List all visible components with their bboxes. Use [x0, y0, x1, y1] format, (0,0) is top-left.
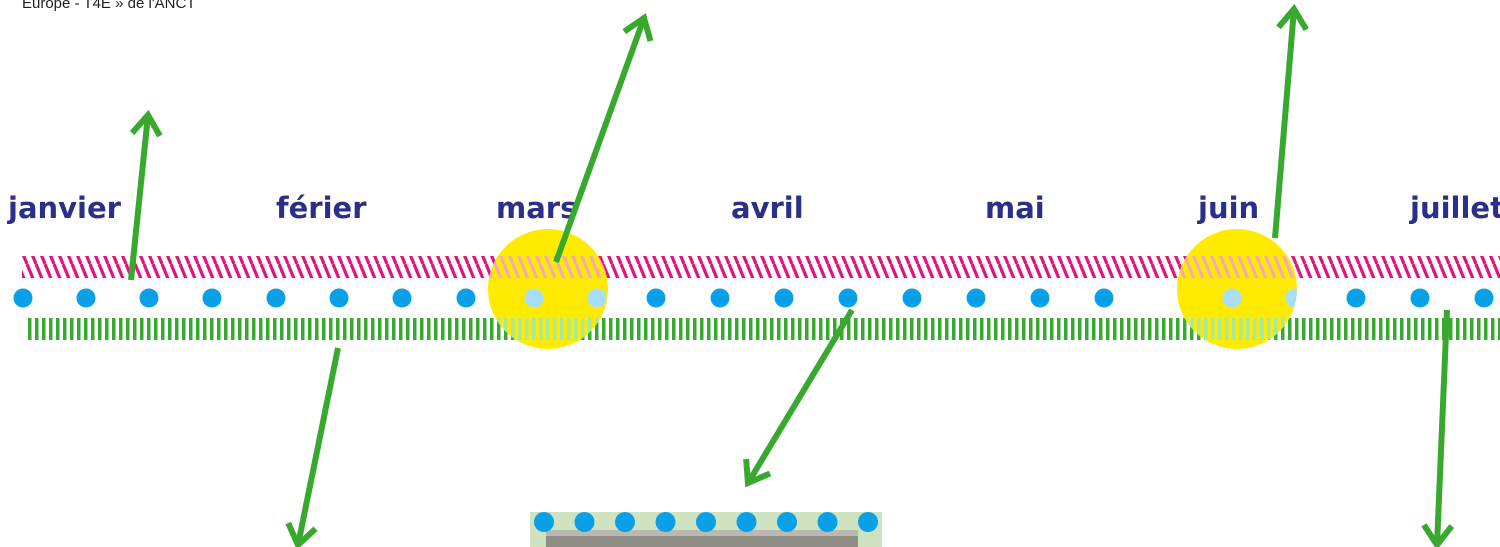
dot-icon	[1346, 288, 1366, 308]
dot-icon	[858, 512, 878, 532]
green-striped-band	[26, 318, 1500, 340]
thumbnail-preview[interactable]	[530, 512, 882, 547]
dot-icon	[615, 512, 635, 532]
dot-icon	[534, 512, 554, 532]
caption-text: Europe - T4E » de l'ANCT	[22, 0, 196, 12]
dot-row	[13, 288, 1494, 308]
month-label-juillet: juillet	[1409, 191, 1500, 225]
dot-icon	[139, 288, 159, 308]
dot-icon	[574, 512, 595, 532]
dot-icon	[696, 512, 716, 532]
dot-icon	[1222, 288, 1242, 308]
dot-icon	[524, 288, 544, 308]
month-label-mai: mai	[985, 191, 1045, 225]
dot-icon	[76, 288, 96, 308]
dot-icon	[736, 512, 757, 532]
magenta-hatched-band	[22, 256, 1500, 278]
dot-icon	[777, 512, 797, 532]
dot-icon	[1474, 288, 1494, 308]
dot-icon	[646, 288, 666, 308]
dot-icon	[1094, 288, 1114, 308]
dot-icon	[966, 288, 986, 308]
arrow-icon	[285, 347, 341, 547]
dot-icon	[902, 288, 922, 308]
arrow-icon	[743, 308, 855, 488]
dot-icon	[456, 288, 476, 308]
dot-icon	[202, 288, 222, 308]
dot-icon	[1177, 288, 1178, 308]
month-label-avril: avril	[731, 191, 804, 225]
dot-icon	[266, 288, 286, 308]
dot-icon	[329, 288, 349, 308]
dot-icon	[1030, 288, 1050, 308]
arrow-icon	[128, 109, 163, 281]
dot-icon	[710, 288, 730, 308]
dot-icon	[13, 288, 33, 308]
month-label-juin: juin	[1197, 191, 1259, 225]
arrow-icon	[1421, 309, 1455, 547]
dot-icon	[774, 288, 794, 308]
dot-icon	[655, 512, 676, 532]
arrows	[128, 3, 1455, 547]
month-labels: janvier férier mars avril mai juin juill…	[7, 191, 1500, 225]
highlight-circle-mars	[488, 229, 608, 349]
dot-icon	[817, 512, 838, 532]
arrow-icon	[553, 13, 654, 264]
month-label-mars: mars	[496, 191, 577, 225]
dot-icon	[587, 288, 607, 308]
arrow-icon	[1272, 3, 1309, 239]
dot-icon	[1285, 288, 1297, 308]
thumbnail-dot-row	[534, 512, 878, 532]
highlight-circle-juin	[1177, 229, 1297, 349]
dot-icon	[838, 288, 858, 308]
month-label-janvier: janvier	[7, 191, 122, 225]
dot-icon	[392, 288, 412, 308]
dot-icon	[1410, 288, 1430, 308]
month-label-ferier: férier	[276, 191, 367, 225]
